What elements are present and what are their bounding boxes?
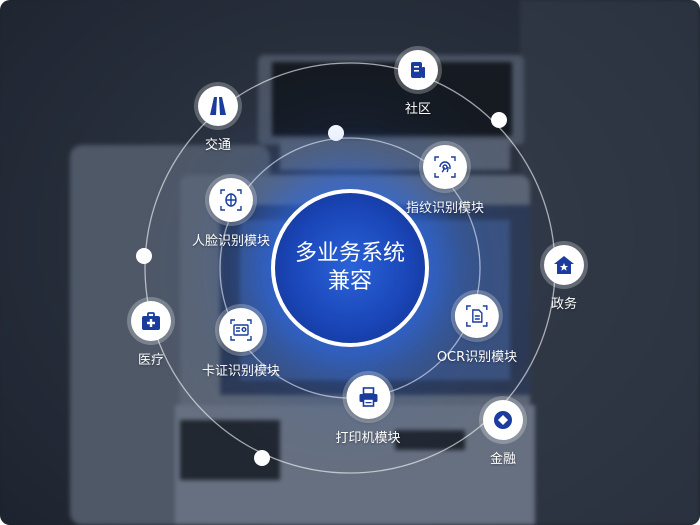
ring-dot: [136, 248, 152, 264]
service-yiliao[interactable]: 医疗: [131, 301, 171, 368]
service-jinrong[interactable]: 金融: [483, 400, 523, 467]
module-label: OCR识别模块: [436, 350, 518, 365]
ring-dot: [328, 125, 344, 141]
service-jiaotong[interactable]: 交通: [198, 86, 238, 153]
center-title-line1: 多业务系统: [294, 241, 405, 266]
module-card[interactable]: 卡证识别模块: [202, 308, 280, 379]
module-face[interactable]: 人脸识别模块: [192, 178, 270, 249]
center-title-line2: 兼容: [327, 269, 372, 294]
government-house-icon: [544, 245, 584, 285]
fingerprint-icon: [422, 145, 467, 189]
module-fingerprint[interactable]: 指纹识别模块: [406, 145, 484, 216]
module-label: 卡证识别模块: [201, 364, 281, 379]
module-label: 打印机模块: [335, 431, 401, 446]
service-zhengwu[interactable]: 政务: [544, 245, 584, 312]
module-printer[interactable]: 打印机模块: [335, 375, 401, 446]
module-ocr[interactable]: OCR识别模块: [437, 294, 517, 365]
service-label: 医疗: [137, 353, 164, 368]
finance-coin-icon: [483, 400, 523, 440]
id-card-icon: [218, 308, 263, 352]
service-label: 交通: [204, 138, 231, 153]
ring-dot: [491, 112, 507, 128]
ring-dot: [254, 450, 270, 466]
service-label: 政务: [550, 297, 577, 312]
center-badge: 多业务系统 兼容: [271, 189, 429, 347]
road-icon: [198, 86, 238, 126]
service-shequ[interactable]: 社区: [398, 50, 438, 117]
face-scan-icon: [208, 178, 253, 222]
service-label: 金融: [489, 452, 516, 467]
service-label: 社区: [404, 102, 431, 117]
medical-kit-icon: [131, 301, 171, 341]
module-label: 指纹识别模块: [405, 201, 485, 216]
module-label: 人脸识别模块: [191, 234, 271, 249]
document-icon: [398, 50, 438, 90]
printer-icon: [345, 375, 390, 419]
ocr-document-icon: [455, 294, 499, 338]
